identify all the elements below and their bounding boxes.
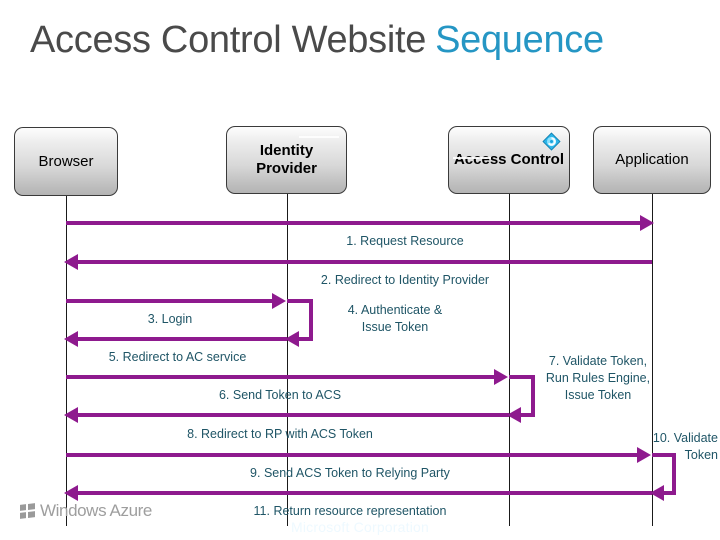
page-title-accent: Sequence xyxy=(435,19,604,61)
message-line-4-bottom xyxy=(299,337,313,341)
message-line-8 xyxy=(78,413,509,417)
message-arrowhead-11 xyxy=(64,485,78,501)
message-line-10-top xyxy=(652,453,676,457)
message-line-4-top xyxy=(287,299,313,303)
message-line-7-side xyxy=(531,375,535,417)
lifeline-access-control xyxy=(509,194,510,526)
message-arrowhead-9 xyxy=(637,447,651,463)
message-label-11: 11. Return resource representation xyxy=(253,504,447,518)
message-arrowhead-5 xyxy=(64,331,78,347)
actor-label-access-control: Access Control xyxy=(453,151,565,169)
lifeline-application xyxy=(652,194,653,526)
message-label-9: 9. Send ACS Token to Relying Party xyxy=(250,466,450,480)
actor-box-access-control[interactable]: Access Control xyxy=(448,126,570,194)
windows-flag-icon xyxy=(20,503,35,519)
page-title-main: Access Control Website xyxy=(30,19,427,61)
lifeline-identity-provider xyxy=(287,194,288,526)
message-arrowhead-7 xyxy=(507,407,521,423)
box-gloss-highlight xyxy=(299,136,339,138)
actor-label-application: Application xyxy=(615,151,689,169)
message-line-1 xyxy=(66,221,642,225)
message-arrowhead-2 xyxy=(64,254,78,270)
message-line-9 xyxy=(66,453,639,457)
message-line-7-top xyxy=(509,375,535,379)
message-label-5: 5. Redirect to AC service xyxy=(108,350,247,364)
message-label-6: 6. Send Token to ACS xyxy=(218,388,342,402)
actor-label-identity-provider: Identity Provider xyxy=(256,142,317,177)
message-label-2: 2. Redirect to Identity Provider xyxy=(320,273,490,287)
message-arrowhead-8 xyxy=(64,407,78,423)
message-arrowhead-10 xyxy=(650,485,664,501)
message-arrowhead-3 xyxy=(272,293,286,309)
message-label-7: 7. Validate Token, Run Rules Engine, Iss… xyxy=(545,354,651,402)
message-line-5 xyxy=(78,337,287,341)
actor-box-browser[interactable]: Browser xyxy=(14,127,118,196)
message-label-1: 1. Request Resource xyxy=(346,234,464,248)
footer-faint-caption: Microsoft Corporation xyxy=(290,519,430,535)
message-line-11 xyxy=(78,491,652,495)
message-label-4: 4. Authenticate & Issue Token xyxy=(347,303,443,334)
message-line-4-side xyxy=(309,299,313,341)
message-arrowhead-6 xyxy=(494,369,508,385)
message-line-10-side xyxy=(672,453,676,495)
message-arrowhead-4 xyxy=(285,331,299,347)
message-arrowhead-1 xyxy=(640,215,654,231)
message-label-3: 3. Login xyxy=(147,312,193,326)
azure-acs-icon xyxy=(542,132,561,151)
message-line-2 xyxy=(78,260,652,264)
windows-azure-label: Windows Azure xyxy=(40,501,152,520)
lifeline-browser xyxy=(66,196,67,526)
actor-box-identity-provider[interactable]: Identity Provider xyxy=(226,126,347,194)
message-label-10: 10. Validate Token xyxy=(652,431,718,462)
message-line-7-bottom xyxy=(521,413,535,417)
message-line-6 xyxy=(66,375,496,379)
message-label-8: 8. Redirect to RP with ACS Token xyxy=(187,427,373,441)
actor-box-application[interactable]: Application xyxy=(593,126,711,194)
message-line-10-bottom xyxy=(664,491,676,495)
windows-azure-brand: Windows Azure xyxy=(20,500,152,522)
actor-label-browser: Browser xyxy=(38,152,94,170)
message-line-3 xyxy=(66,299,274,303)
